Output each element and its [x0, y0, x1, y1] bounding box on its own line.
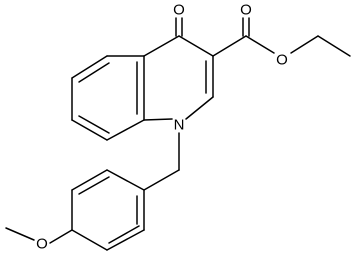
benzo-ring: [71, 55, 145, 141]
bond: [185, 96, 214, 120]
double-bond-inner: [78, 62, 110, 83]
methoxy-group: O: [5, 227, 73, 253]
double-bond-inner: [108, 225, 140, 244]
atom-oxygen-ester-carbonyl: O: [240, 2, 252, 19]
bond: [143, 169, 180, 191]
bond: [5, 227, 35, 241]
bond: [290, 35, 319, 54]
atom-oxygen-methoxy: O: [36, 236, 48, 253]
double-bond-inner: [78, 115, 110, 134]
double-bond-inner: [78, 176, 110, 195]
atom-oxygen-ketone: O: [173, 2, 185, 19]
bond: [106, 119, 145, 141]
methoxyphenyl-ring: [71, 169, 145, 251]
bond: [245, 35, 275, 54]
bond: [106, 169, 145, 191]
atom-nitrogen: N: [174, 117, 185, 134]
benzyl-linker: [143, 132, 180, 191]
bond: [317, 35, 351, 57]
atom-oxygen-ester-link: O: [276, 52, 288, 69]
bond: [143, 118, 173, 121]
pyridone-ring: [143, 35, 214, 121]
bond: [49, 229, 73, 244]
ester-group: O O: [212, 2, 351, 69]
bond: [71, 229, 108, 251]
bond: [212, 35, 247, 57]
bond: [71, 169, 108, 191]
ketone-group: O: [173, 2, 185, 37]
bond: [143, 35, 180, 57]
bond: [106, 229, 145, 251]
bond: [178, 35, 214, 57]
bond: [71, 119, 108, 141]
bond: [71, 55, 108, 79]
